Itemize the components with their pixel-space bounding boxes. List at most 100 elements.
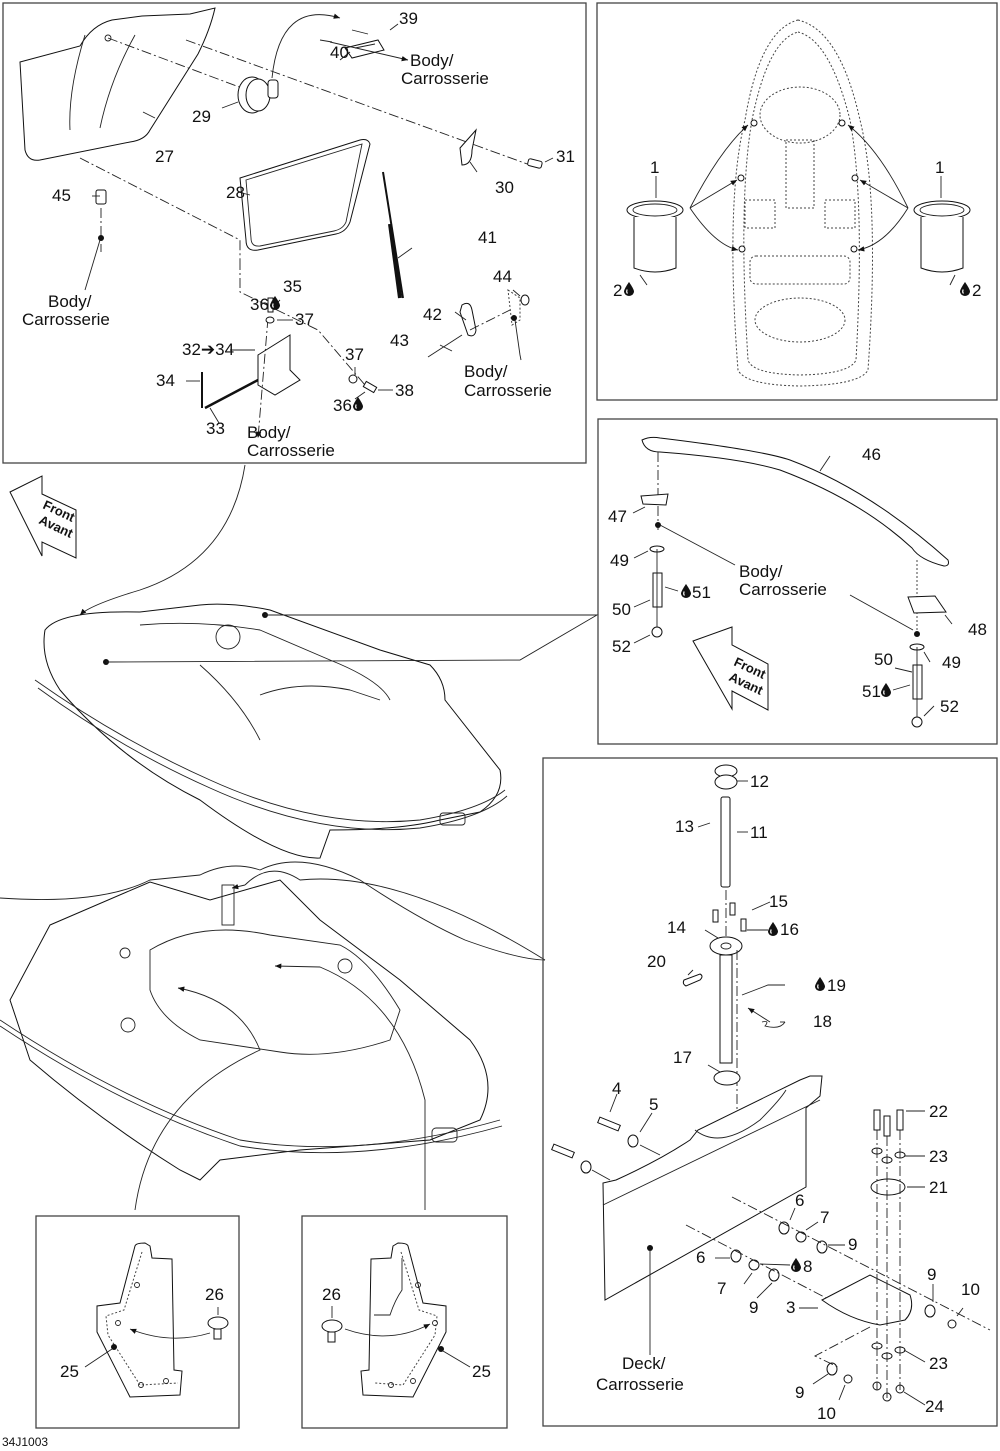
hatch-lid (19, 7, 216, 161)
callout-12: 12 (750, 772, 769, 791)
callout-33: 33 (206, 419, 225, 438)
panel-frame (596, 2, 998, 401)
grab-handle-46 (641, 436, 949, 567)
callout-39: 39 (399, 9, 418, 28)
callout-40: 40 (330, 43, 349, 62)
clip-26-left (207, 1316, 229, 1330)
clip-26-right (321, 1319, 343, 1333)
callout-22: 22 (929, 1102, 948, 1121)
pole-post (221, 884, 235, 926)
deck-label-a: Deck/ (622, 1354, 666, 1373)
callout-9-right: 9 (927, 1265, 936, 1284)
panel-frame (597, 418, 998, 745)
washer-5 (627, 1134, 639, 1148)
gasket-28 (239, 139, 371, 251)
callout-49-right: 49 (942, 653, 961, 672)
flange-17 (713, 1070, 741, 1086)
body-label-grab-a: Body/ (739, 562, 783, 581)
callout-24: 24 (925, 1397, 944, 1416)
callout-4: 4 (612, 1079, 621, 1098)
callout-50-right: 50 (874, 650, 893, 669)
callout-51-right: 51 (862, 682, 881, 701)
boat-overview: Front Avant (9, 464, 599, 859)
callout-46: 46 (862, 445, 881, 464)
front-arrow-overview: Front Avant (9, 475, 78, 559)
body-label-grab-b: Carrosserie (739, 580, 827, 599)
tube-14 (719, 954, 733, 1064)
panel-frame (542, 757, 998, 1427)
callout-36-top: 36 (250, 295, 269, 314)
screw-31 (527, 158, 543, 169)
panel-25-right (360, 1242, 447, 1398)
body-label-1a: Body/ (410, 51, 454, 70)
bracket-3 (821, 1274, 913, 1326)
callout-1-right: 1 (935, 158, 944, 177)
callout-30: 30 (495, 178, 514, 197)
callout-35: 35 (283, 277, 302, 296)
callout-11: 11 (750, 823, 768, 842)
stud-50-left (652, 572, 663, 608)
callout-32-34: 32➔34 (182, 340, 234, 359)
sealant-drop-icon (881, 683, 891, 697)
callout-25-right: 25 (472, 1362, 491, 1381)
sealant-drop-icon (815, 977, 825, 991)
body-label-3b: Carrosserie (247, 441, 335, 460)
drawing-code: 34J1003 (2, 1435, 48, 1449)
callout-47: 47 (608, 507, 627, 526)
front-arrow-grab: Front Avant (692, 626, 769, 711)
callout-13: 13 (675, 817, 694, 836)
body-label-3a: Body/ (247, 423, 291, 442)
sealant-drop-icon (791, 1258, 801, 1272)
callout-43: 43 (390, 331, 409, 350)
callout-17: 17 (673, 1048, 692, 1067)
lock-29 (237, 76, 279, 114)
sealant-drop-icon (353, 397, 363, 411)
deck-label-b: Carrosserie (596, 1375, 684, 1394)
callout-48: 48 (968, 620, 987, 639)
bracket-42 (459, 302, 477, 337)
plate-47 (640, 493, 669, 506)
hinge-pin-33 (204, 378, 259, 410)
body-label-4a: Body/ (464, 362, 508, 381)
plate-48 (907, 595, 947, 614)
callout-6-upper: 6 (795, 1191, 804, 1210)
callout-25-left: 25 (60, 1362, 79, 1381)
callout-27: 27 (155, 147, 174, 166)
cup-holder-right (913, 200, 971, 273)
boat-top-view (732, 19, 873, 387)
body-label-1b: Carrosserie (401, 69, 489, 88)
callout-9-lower: 9 (749, 1298, 758, 1317)
callout-37-top: 37 (295, 310, 314, 329)
stern-closeup (0, 861, 546, 1211)
callout-42: 42 (423, 305, 442, 324)
latch-plate-39 (344, 39, 385, 59)
callout-41: 41 (478, 228, 497, 247)
panel-detail-right: 26 25 (301, 1215, 508, 1429)
boat-hull (43, 603, 502, 859)
sealant-drop-icon (768, 922, 778, 936)
body-label-2b: Carrosserie (22, 310, 110, 329)
callout-19: 19 (827, 976, 846, 995)
callout-52-left: 52 (612, 637, 631, 656)
callout-2-left: 2 (613, 281, 622, 300)
callout-5: 5 (649, 1095, 658, 1114)
panel-25-left (96, 1242, 183, 1398)
sealant-drop-icon (960, 282, 970, 296)
callout-18: 18 (813, 1012, 832, 1031)
callout-29: 29 (192, 107, 211, 126)
callout-8: 8 (803, 1257, 812, 1276)
callout-50-left: 50 (612, 600, 631, 619)
callout-28: 28 (226, 183, 245, 202)
callout-16: 16 (780, 920, 799, 939)
callout-10-bottom: 10 (817, 1404, 836, 1423)
callout-6-lower: 6 (696, 1248, 705, 1267)
callout-9-upper: 9 (848, 1235, 857, 1254)
body-label-2a: Body/ (48, 292, 92, 311)
stud-50-right (912, 664, 923, 700)
callout-14: 14 (667, 918, 686, 937)
callout-26-right: 26 (322, 1285, 341, 1304)
callout-2-right: 2 (972, 281, 981, 300)
callout-44: 44 (493, 267, 512, 286)
callout-10-right: 10 (961, 1280, 980, 1299)
